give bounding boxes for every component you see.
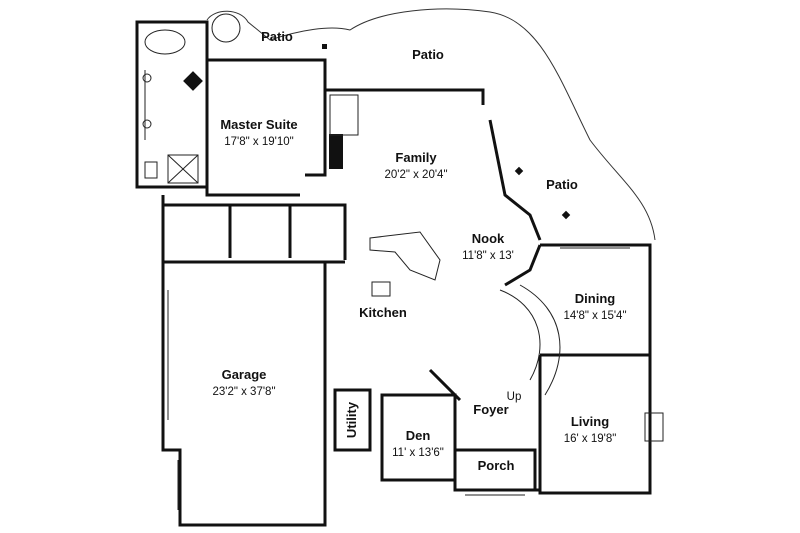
foyer-label: Foyer [473,402,508,417]
family-dims: 20'2" x 20'4" [384,169,447,181]
master-suite-wall [205,58,327,197]
nook-dims: 11'8" x 13' [462,250,514,262]
porch-label: Porch [478,458,515,473]
shower-fixture [167,154,199,184]
nook-label: Nook [472,231,505,246]
tub-fixture [144,29,186,55]
dining-wall [504,243,652,355]
patio-label-2: Patio [412,47,444,62]
dining-label: Dining [575,291,615,306]
utility-wall [333,388,372,452]
family-label: Family [395,150,437,165]
patio-label-1: Patio [261,29,293,44]
family-wall [323,60,542,241]
kitchen-label: Kitchen [359,305,407,320]
sink-fixture [142,73,152,83]
patio-outline [206,8,656,241]
patio-column [561,210,571,220]
living-wall [538,353,652,495]
living-fireplace [644,412,664,442]
sink-fixture [142,119,152,129]
kitchen-island [369,231,441,281]
patio-planter [211,13,241,43]
master-fireplace [329,134,343,169]
shower-x [167,154,199,184]
master-suite-label: Master Suite [220,117,297,132]
dining-dims: 14'8" x 15'4" [563,310,626,322]
stair-curve [499,289,541,381]
den-label: Den [406,428,431,443]
patio-label-3: Patio [546,177,578,192]
utility-label: Utility [344,401,359,438]
garage-label: Garage [222,367,267,382]
master-suite-dims: 17'8" x 19'10" [224,136,293,148]
fireplace-block [183,71,203,91]
toilet-fixture [144,161,158,179]
porch-wall [453,448,537,492]
living-dims: 16' x 19'8" [564,433,617,445]
family-fireplace [329,94,359,136]
den-dims: 11' x 13'6" [392,447,444,459]
stair-curve-outer [519,284,561,396]
living-label: Living [571,414,609,429]
patio-column [322,44,327,49]
garage-dims: 23'2" x 37'8" [212,386,275,398]
bath-row-wall [161,195,325,262]
patio-column [514,166,524,176]
stair-up-label: Up [507,391,522,403]
cooktop [371,281,391,297]
kitchen-wall [325,203,347,264]
